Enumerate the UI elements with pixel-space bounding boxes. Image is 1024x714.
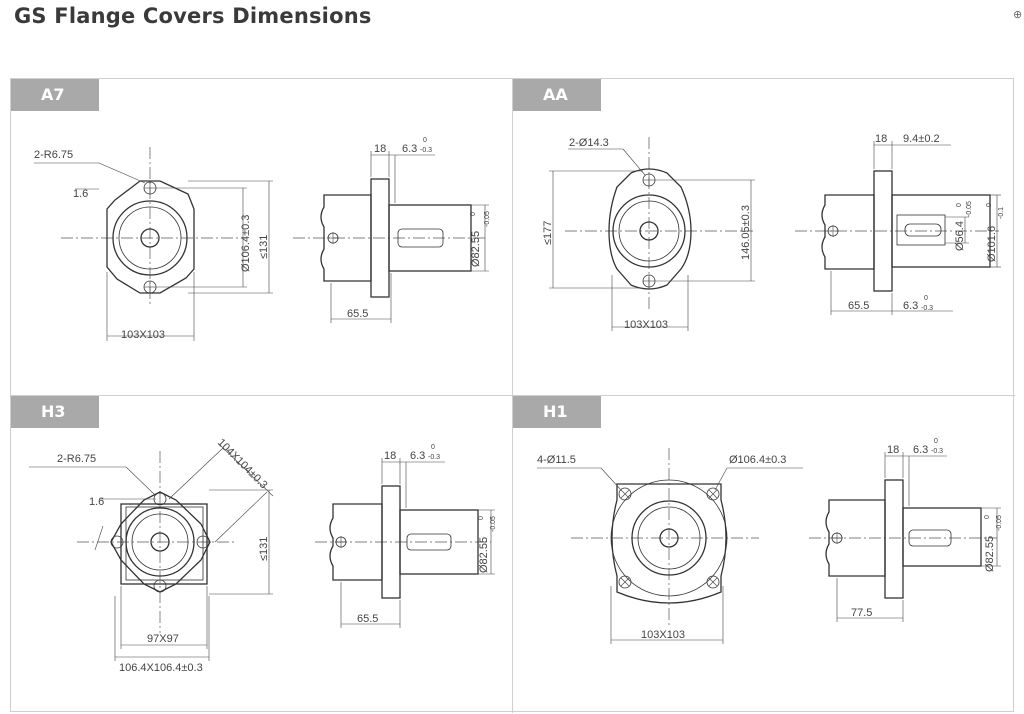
label-square: 97X97 — [147, 633, 179, 645]
panel-label-aa: AA — [513, 79, 601, 111]
panel-h1: H1 4-Ø11.5 Ø106.4±0 — [513, 396, 1015, 713]
label-square: 103X103 — [641, 629, 685, 641]
drawing-h3: 2-R6.75 1.6 104X104±0.3 ≤131 97X97 106.4… — [29, 437, 497, 674]
page-title: GS Flange Covers Dimensions — [14, 4, 372, 28]
label-pilot-small: Ø56.4 — [954, 221, 966, 251]
label-square: 103X103 — [624, 319, 668, 331]
label-length: 77.5 — [851, 607, 872, 619]
label-max-height: ≤131 — [258, 235, 270, 259]
label-diag-square: 104X104±0.3 — [215, 437, 270, 492]
dimension-label: -0.05 — [966, 201, 973, 217]
label-hole-note: 4-Ø11.5 — [537, 454, 576, 466]
drawing-h1: 4-Ø11.5 Ø106.4±0.3 103X103 18 — [537, 438, 1003, 644]
dimension-label: -0.05 — [490, 516, 497, 532]
dimension-label: -0.05 — [996, 515, 1003, 531]
dimension-label: -0.05 — [484, 211, 491, 227]
label-bolt-circle: 146.05±0.3 — [740, 205, 752, 260]
label-bolt-square: 106.4X106.4±0.3 — [119, 662, 203, 674]
front-view-a7: 2-R6.75 1.6 103X103 Ø106.4±0.3 ≤131 — [34, 147, 273, 341]
panel-aa: AA 2-Ø14.3 ≤177 — [513, 79, 1015, 396]
label-max-height: ≤131 — [258, 537, 270, 561]
label-offset: 1.6 — [73, 188, 88, 200]
side-view-h1: 18 6.3 0 -0.3 Ø82.55 -0.05 0 77.5 — [809, 438, 1003, 622]
side-view-aa: 18 9.4±0.2 Ø56.4 -0.05 0 Ø101.6 -0.1 0 6… — [795, 133, 1005, 315]
side-view-h3: 18 6.3 0 -0.3 Ø82.55 -0.05 0 65.5 — [315, 444, 497, 628]
label-square: 103X103 — [121, 329, 165, 341]
front-view-aa: 2-Ø14.3 ≤177 146.05±0.3 103X103 — [542, 137, 755, 331]
label-pilot: Ø101.6 — [986, 226, 998, 262]
dimension-label: -0.1 — [998, 207, 1005, 219]
dimension-label: -0.3 — [921, 305, 933, 312]
dimension-label: -0.3 — [420, 147, 432, 154]
panel-a7: A7 2-R6.75 — [11, 79, 513, 396]
front-view-h1: 4-Ø11.5 Ø106.4±0.3 103X103 — [537, 448, 803, 644]
dimension-label: -0.3 — [931, 448, 943, 455]
dimension-label: 0 — [986, 203, 993, 207]
label-flange-thickness: 18 — [887, 444, 899, 456]
label-shaft-offset: 9.4±0.2 — [903, 133, 940, 145]
dimension-label: 0 — [431, 444, 435, 451]
label-offset: 1.6 — [89, 496, 104, 508]
label-shaft-offset: 6.3 — [913, 444, 928, 456]
panel-label-a7: A7 — [11, 79, 99, 111]
diagram-grid: A7 2-R6.75 — [10, 78, 1015, 713]
dimension-label: 0 — [470, 212, 477, 216]
label-pilot: Ø82.55 — [984, 536, 996, 572]
label-length: 65.5 — [347, 308, 368, 320]
label-bolt-circle: Ø106.4±0.3 — [729, 454, 786, 466]
label-radius-note: 2-R6.75 — [57, 453, 96, 465]
label-offset2: 6.3 — [903, 300, 918, 312]
panel-label-h1: H1 — [513, 396, 601, 428]
label-flange-thickness: 18 — [875, 133, 887, 145]
panel-label-h3: H3 — [11, 396, 99, 428]
label-shaft-offset: 6.3 — [402, 143, 417, 155]
drawing-aa: 2-Ø14.3 ≤177 146.05±0.3 103X103 — [542, 133, 1005, 331]
label-pilot: Ø82.55 — [470, 231, 482, 267]
label-pilot: Ø82.55 — [478, 537, 490, 573]
label-radius-note: 2-R6.75 — [34, 149, 73, 161]
label-flange-thickness: 18 — [374, 143, 386, 155]
dimension-label: 0 — [956, 203, 963, 207]
front-view-h3: 2-R6.75 1.6 104X104±0.3 ≤131 97X97 106.4… — [29, 437, 274, 674]
label-flange-thickness: 18 — [384, 450, 396, 462]
dimension-label: 0 — [934, 438, 938, 445]
dimension-label: 0 — [478, 516, 485, 520]
label-bolt-circle: Ø106.4±0.3 — [240, 215, 252, 272]
side-view-a7: 18 6.3 0 -0.3 Ø82.55 -0.05 0 65.5 — [293, 137, 491, 323]
dimension-label: 0 — [924, 295, 928, 302]
drawing-a7: 2-R6.75 1.6 103X103 Ø106.4±0.3 ≤131 — [34, 137, 491, 341]
label-max-height: ≤177 — [542, 221, 554, 245]
label-length: 65.5 — [357, 613, 378, 625]
label-hole-note: 2-Ø14.3 — [569, 137, 609, 149]
panel-h3: H3 — [11, 396, 513, 713]
label-shaft-offset: 6.3 — [410, 450, 425, 462]
dimension-label: 0 — [423, 137, 427, 144]
zoom-in-icon[interactable]: ⊕ — [1013, 9, 1023, 21]
dimension-label: -0.3 — [428, 454, 440, 461]
label-length: 65.5 — [848, 300, 869, 312]
dimension-label: 0 — [984, 515, 991, 519]
